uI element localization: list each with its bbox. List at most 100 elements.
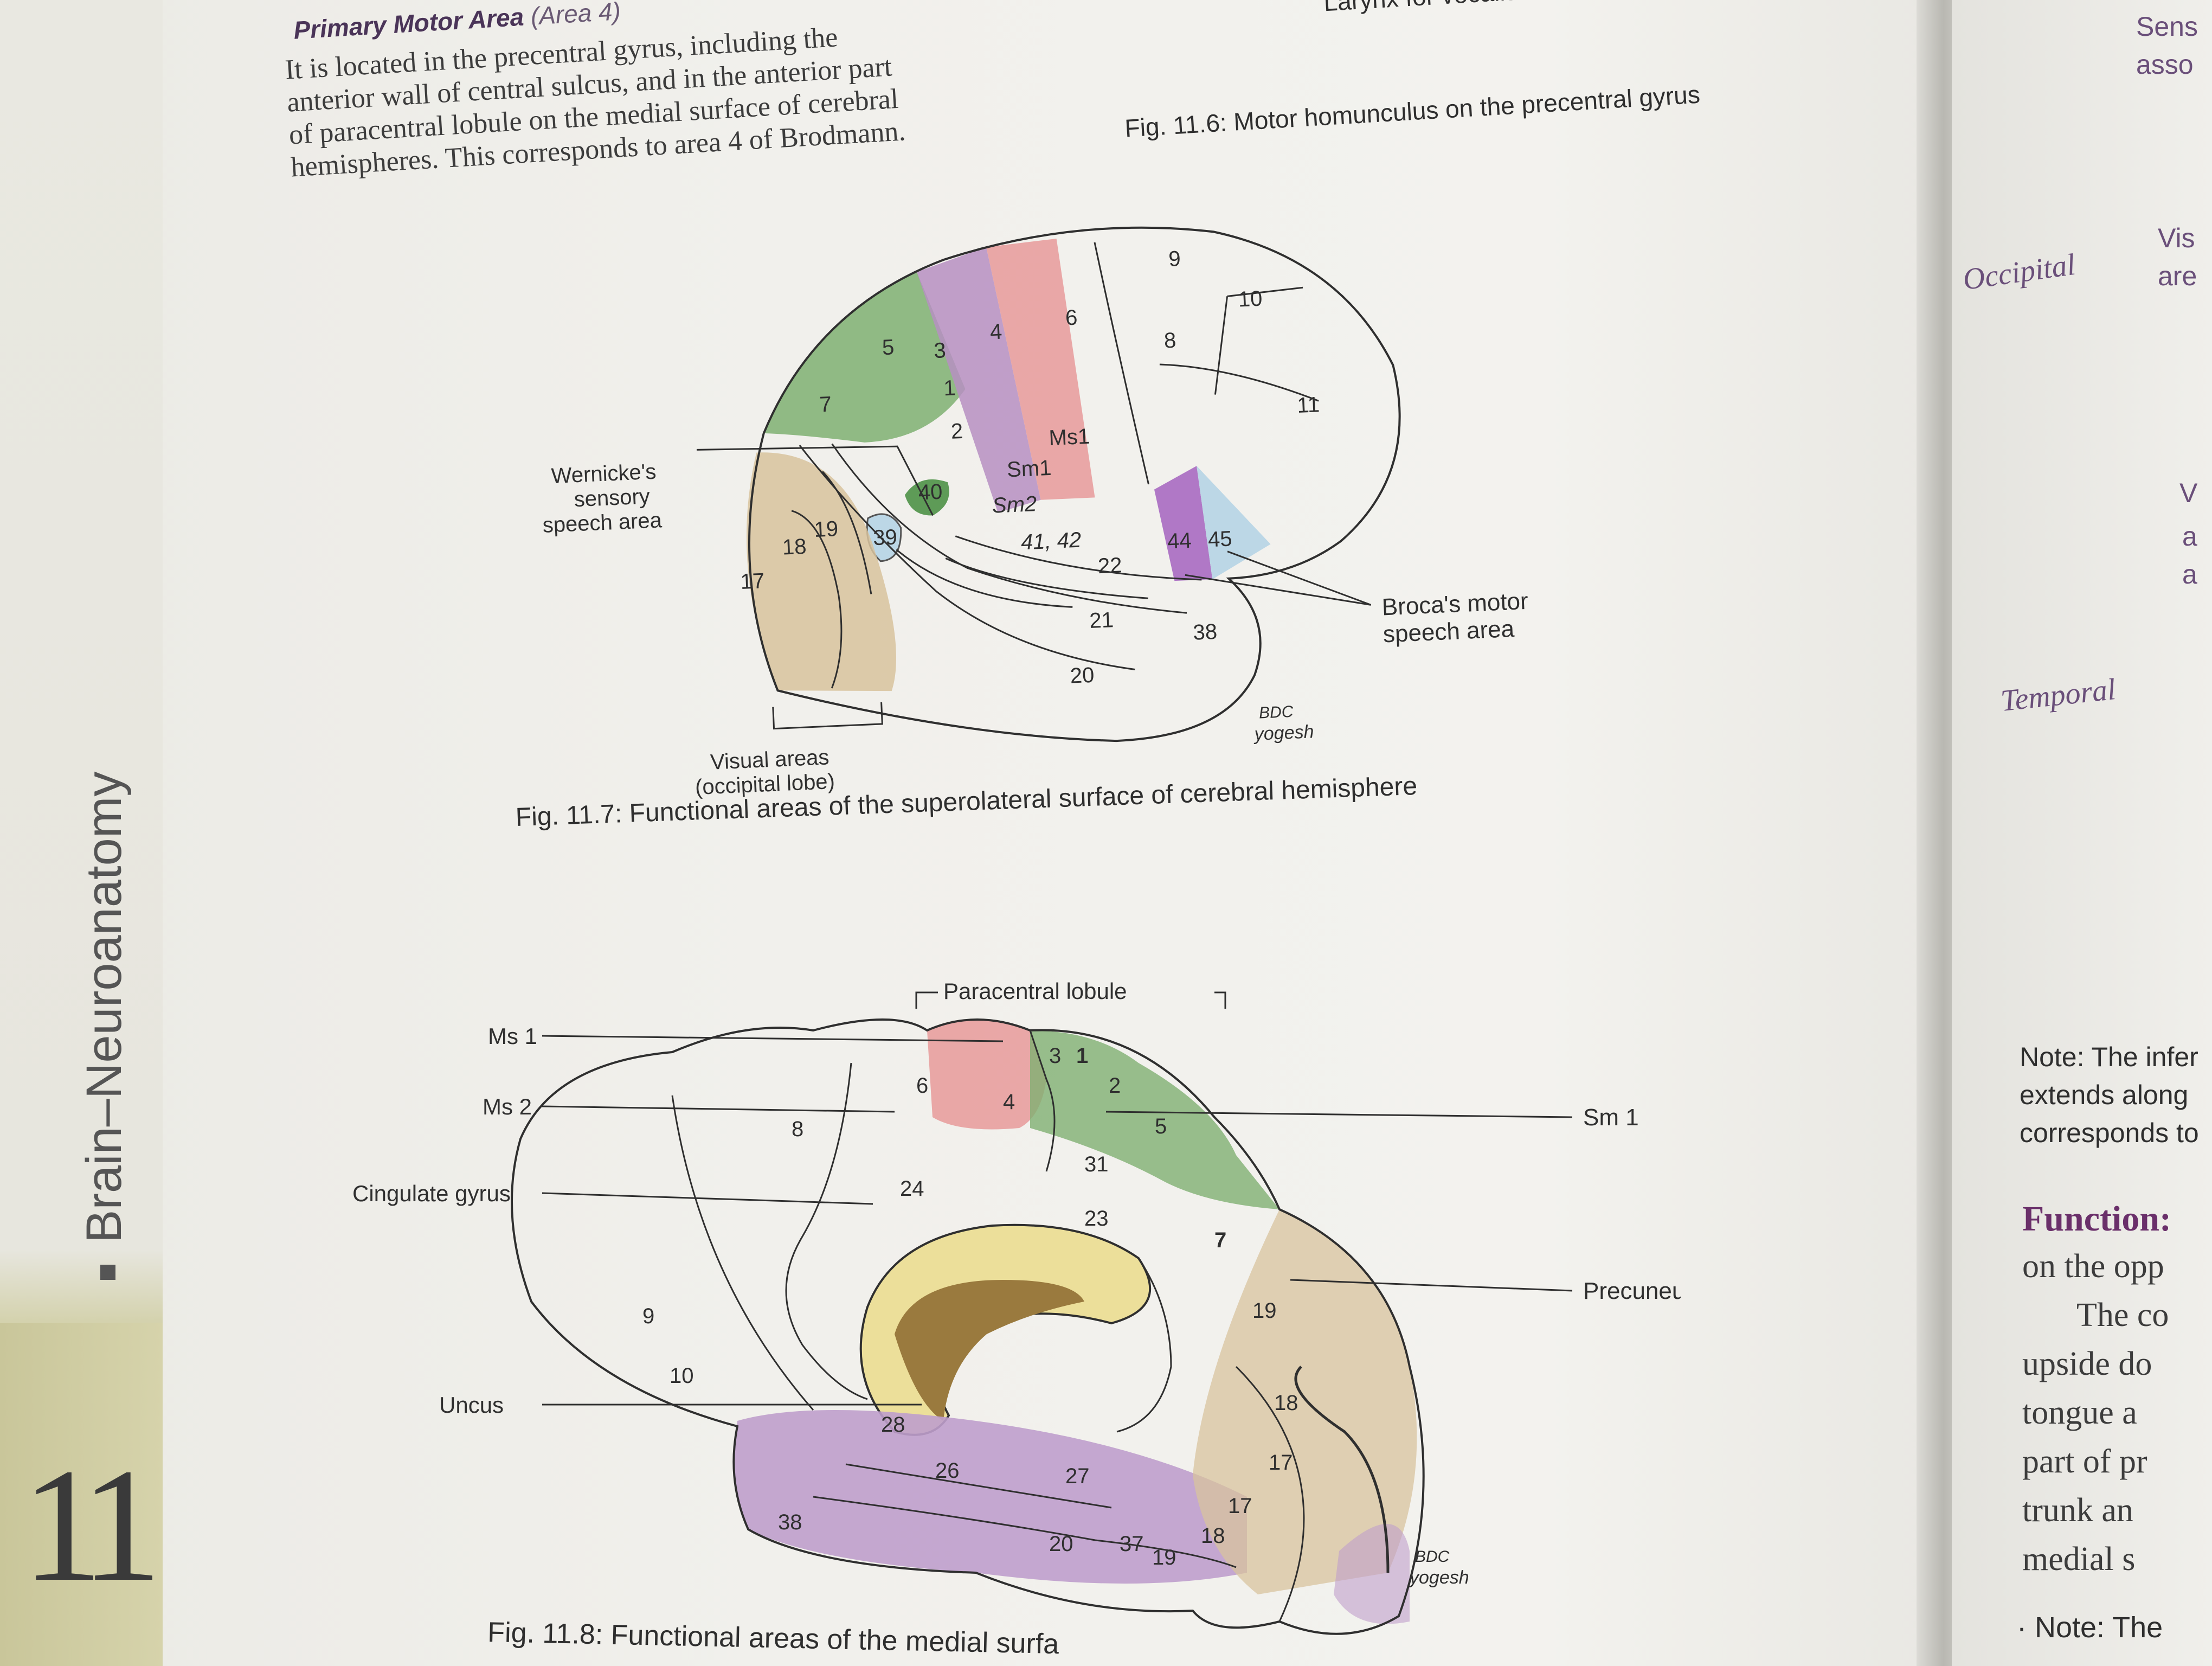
area-label: 38 bbox=[1193, 620, 1218, 645]
occipital-label: Occipital bbox=[1960, 247, 2078, 297]
area-label: 23 bbox=[1084, 1207, 1109, 1231]
area-label: Ms1 bbox=[1049, 425, 1090, 450]
top-note: Larynx for vocalisation bbox=[1323, 0, 1572, 17]
area-17-19-tan bbox=[746, 452, 896, 691]
area-label: 21 bbox=[1089, 608, 1114, 633]
area-label: 17 bbox=[1269, 1451, 1293, 1475]
hemisphere-outline bbox=[748, 226, 1401, 742]
area-label: 6 bbox=[1065, 306, 1078, 330]
body-line: tongue a bbox=[2022, 1394, 2137, 1431]
paracentral-lobule-label: Paracentral lobule bbox=[943, 978, 1127, 1004]
area-label: 31 bbox=[1084, 1152, 1109, 1176]
area-4-pink bbox=[986, 239, 1095, 500]
area-label: 24 bbox=[900, 1177, 924, 1201]
body-line: part of pr bbox=[2022, 1443, 2147, 1480]
area-label: 9 bbox=[1168, 247, 1181, 271]
right-tab-text: are bbox=[2158, 261, 2197, 291]
wernicke-label: sensory bbox=[574, 484, 651, 511]
uncus-label: Uncus bbox=[439, 1392, 504, 1418]
area-label: 2 bbox=[950, 419, 963, 444]
fig-11-7-diagram: 5 7 3 1 2 4 6 9 8 10 11 Ms1 Sm1 Sm2 40 3… bbox=[542, 226, 1529, 799]
signature: yogesh bbox=[1253, 721, 1314, 745]
signature: yogesh bbox=[1409, 1567, 1469, 1588]
area-label: 4 bbox=[1003, 1090, 1015, 1114]
medial-outline bbox=[511, 1018, 1425, 1635]
area-label: 3 bbox=[1049, 1044, 1061, 1068]
area-label: 4 bbox=[989, 320, 1002, 344]
note-line: extends along bbox=[2020, 1080, 2189, 1110]
area-label: 5 bbox=[1155, 1114, 1167, 1138]
thalamus-brown bbox=[895, 1280, 1084, 1421]
right-tab-text: Vis bbox=[2158, 223, 2195, 253]
area-label: Sm2 bbox=[992, 492, 1037, 518]
area-label: 6 bbox=[916, 1074, 928, 1098]
area-label: 10 bbox=[1238, 287, 1263, 312]
temporal-label: Temporal bbox=[1999, 672, 2118, 718]
section-heading-suffix: (Area 4) bbox=[530, 0, 622, 30]
area-44-purple bbox=[1154, 466, 1213, 581]
area-label: 2 bbox=[1109, 1074, 1121, 1098]
area-label: 8 bbox=[792, 1117, 803, 1141]
visual-areas-label: Visual areas bbox=[710, 745, 829, 774]
wernicke-label: Wernicke's bbox=[551, 460, 657, 488]
area-label: 19 bbox=[1252, 1299, 1277, 1323]
lower-purple bbox=[734, 1410, 1247, 1584]
right-tab-text: a bbox=[2182, 521, 2197, 552]
broca-label: Broca's motor bbox=[1381, 588, 1529, 621]
area-label: 28 bbox=[881, 1413, 905, 1437]
area-label: 1 bbox=[943, 376, 956, 400]
fig-11-8-diagram: Paracentral lobule Ms 1 Ms 2 Cingulate g… bbox=[352, 978, 1681, 1635]
function-heading: Function: bbox=[2022, 1199, 2172, 1239]
broca-label: speech area bbox=[1382, 616, 1515, 648]
body-line: trunk an bbox=[2022, 1492, 2133, 1529]
occipital-lavender bbox=[1334, 1524, 1410, 1624]
area-label: 27 bbox=[1065, 1464, 1090, 1488]
green-band bbox=[1030, 1030, 1279, 1209]
chapter-side-title: Brain–Neuroanatomy bbox=[76, 772, 133, 1280]
right-tab-text: a bbox=[2182, 559, 2197, 589]
area-label: 26 bbox=[935, 1459, 960, 1483]
ms2-label: Ms 2 bbox=[483, 1094, 532, 1119]
area-label: Sm1 bbox=[1006, 456, 1052, 482]
area-label: 7 bbox=[819, 392, 832, 416]
area-label: 11 bbox=[1297, 393, 1320, 418]
area-label: 5 bbox=[882, 335, 895, 360]
area-label: 37 bbox=[1120, 1532, 1144, 1556]
signature: BDC bbox=[1258, 703, 1294, 722]
area-45-blue bbox=[1197, 466, 1271, 580]
area-label: 20 bbox=[1049, 1532, 1073, 1556]
area-label: 20 bbox=[1070, 663, 1095, 688]
right-page: Sens asso Occipital Vis are V a a Tempor… bbox=[1952, 0, 2212, 1666]
area-label: 1 bbox=[1076, 1044, 1088, 1068]
bottom-note: · Note: The bbox=[2017, 1611, 2163, 1644]
area-label: 19 bbox=[814, 517, 839, 542]
precuneus-label: Precuneus bbox=[1583, 1278, 1681, 1304]
sm1-label: Sm 1 bbox=[1583, 1104, 1639, 1131]
bullet-square-icon bbox=[100, 1265, 115, 1280]
area-label: 18 bbox=[1274, 1391, 1298, 1415]
signature: BDC bbox=[1415, 1548, 1450, 1566]
chapter-number: 11 bbox=[22, 1435, 162, 1615]
note-line: Note: The infer bbox=[2020, 1042, 2198, 1072]
area-label: 19 bbox=[1152, 1546, 1176, 1569]
area-5-7-green bbox=[763, 272, 966, 443]
chapter-tab-color-block bbox=[0, 1323, 163, 1666]
area-3-1-2-purple bbox=[917, 247, 1041, 513]
body-line: medial s bbox=[2022, 1541, 2136, 1578]
occipital-tan bbox=[1193, 1209, 1417, 1594]
area-label: 44 bbox=[1167, 529, 1192, 554]
area-label: 8 bbox=[1163, 329, 1176, 353]
area-label: 41, 42 bbox=[1020, 528, 1082, 555]
body-line: on the opp bbox=[2022, 1248, 2164, 1285]
right-tab-text: Sens bbox=[2136, 11, 2198, 42]
area-label: 22 bbox=[1097, 553, 1122, 578]
area-label: 3 bbox=[933, 338, 946, 363]
body-line: upside do bbox=[2022, 1345, 2152, 1382]
area-label: 38 bbox=[778, 1510, 802, 1534]
note-line: corresponds to bbox=[2020, 1118, 2199, 1148]
area-40-green bbox=[904, 479, 949, 516]
area-label: 18 bbox=[1201, 1524, 1225, 1548]
area-label: 17 bbox=[1228, 1494, 1252, 1518]
body-line: The co bbox=[2076, 1297, 2169, 1334]
section-heading-title: Primary Motor Area bbox=[293, 2, 525, 44]
